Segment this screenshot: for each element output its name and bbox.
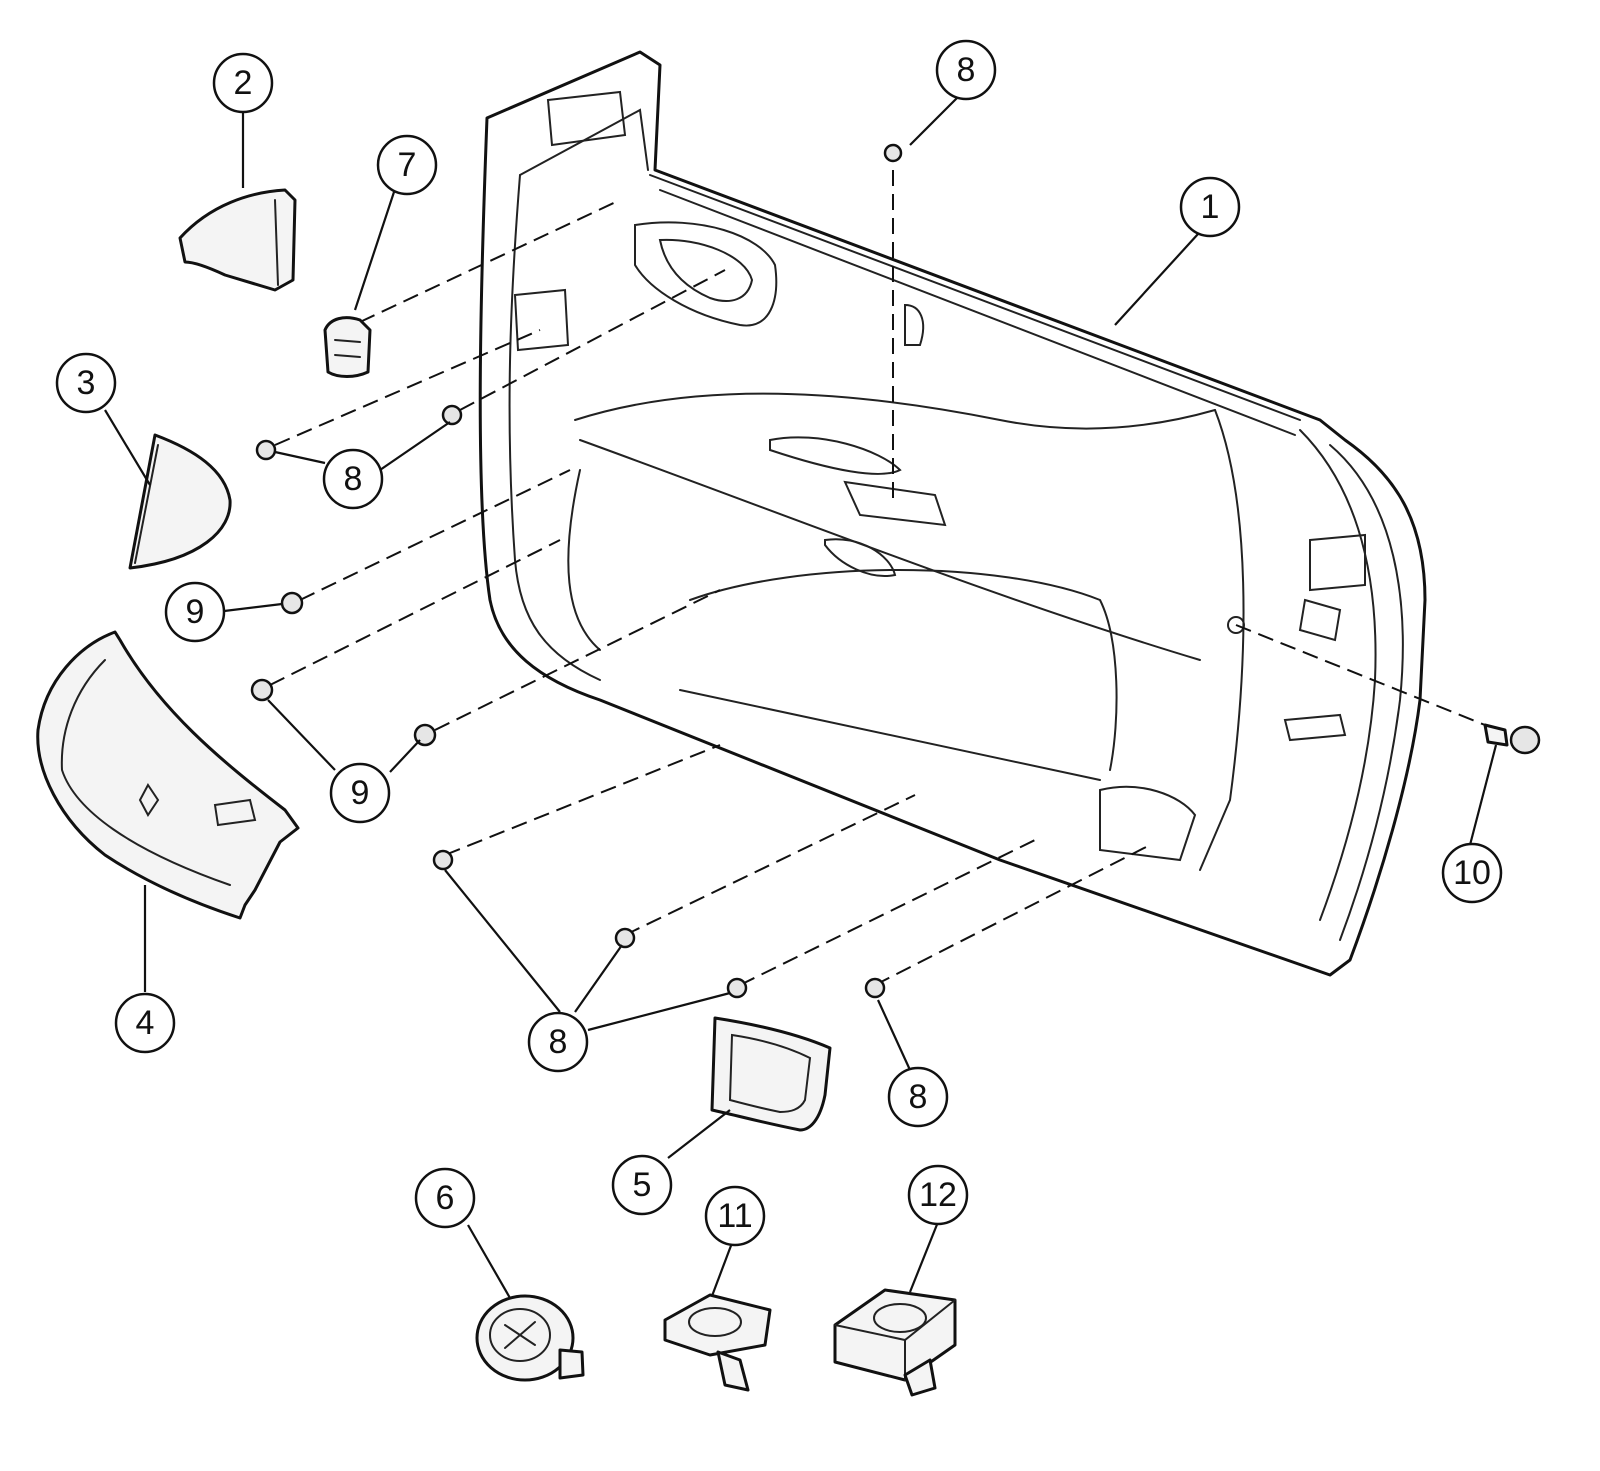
svg-text:10: 10	[1453, 854, 1491, 892]
lower-trim-bezel	[36, 630, 300, 920]
callout-1: 1	[1179, 176, 1241, 238]
callout-7: 7	[376, 134, 438, 196]
trim-clip-11	[663, 1293, 772, 1392]
callout-12: 12	[907, 1164, 969, 1226]
svg-text:8: 8	[957, 51, 976, 89]
callout-9-upper: 9	[164, 581, 226, 643]
mirror-switch	[323, 316, 372, 378]
trim-clip-10	[1483, 723, 1541, 755]
callout-8-upper-left: 8	[322, 448, 384, 510]
svg-text:8: 8	[909, 1078, 928, 1116]
mirror-flag-cover	[178, 188, 297, 292]
svg-text:7: 7	[398, 146, 417, 184]
svg-text:8: 8	[344, 460, 363, 498]
svg-text:1: 1	[1201, 188, 1220, 226]
sail-trim-panel	[128, 433, 232, 570]
svg-text:6: 6	[436, 1179, 455, 1217]
assembly-lines	[269, 170, 1486, 986]
callout-11: 11	[704, 1185, 766, 1247]
callout-5: 5	[611, 1154, 673, 1216]
callout-4: 4	[114, 992, 176, 1054]
callout-6: 6	[414, 1167, 476, 1229]
svg-text:4: 4	[136, 1004, 155, 1042]
svg-text:5: 5	[633, 1166, 652, 1204]
callout-8-top: 8	[935, 39, 997, 101]
nut-clip-12	[833, 1288, 957, 1397]
svg-text:11: 11	[717, 1197, 752, 1235]
callout-3: 3	[55, 352, 117, 414]
switch-bezel	[710, 1016, 832, 1132]
callout-2: 2	[212, 52, 274, 114]
svg-text:8: 8	[549, 1023, 568, 1061]
door-trim-panel	[478, 50, 1427, 977]
svg-text:2: 2	[234, 64, 253, 102]
screws	[250, 143, 903, 999]
callout-8-lower: 8	[527, 1011, 589, 1073]
svg-text:3: 3	[77, 364, 96, 402]
callout-9-lower: 9	[329, 762, 391, 824]
callout-10: 10	[1441, 842, 1503, 904]
callout-8-lower-right: 8	[887, 1066, 949, 1128]
callouts: 1 2 3 4 5 6 7 8	[55, 39, 1503, 1247]
svg-text:9: 9	[351, 774, 370, 812]
svg-text:9: 9	[186, 593, 205, 631]
svg-text:12: 12	[919, 1176, 957, 1214]
leader-lines	[104, 96, 1498, 1299]
push-pin-retainer	[475, 1294, 585, 1382]
